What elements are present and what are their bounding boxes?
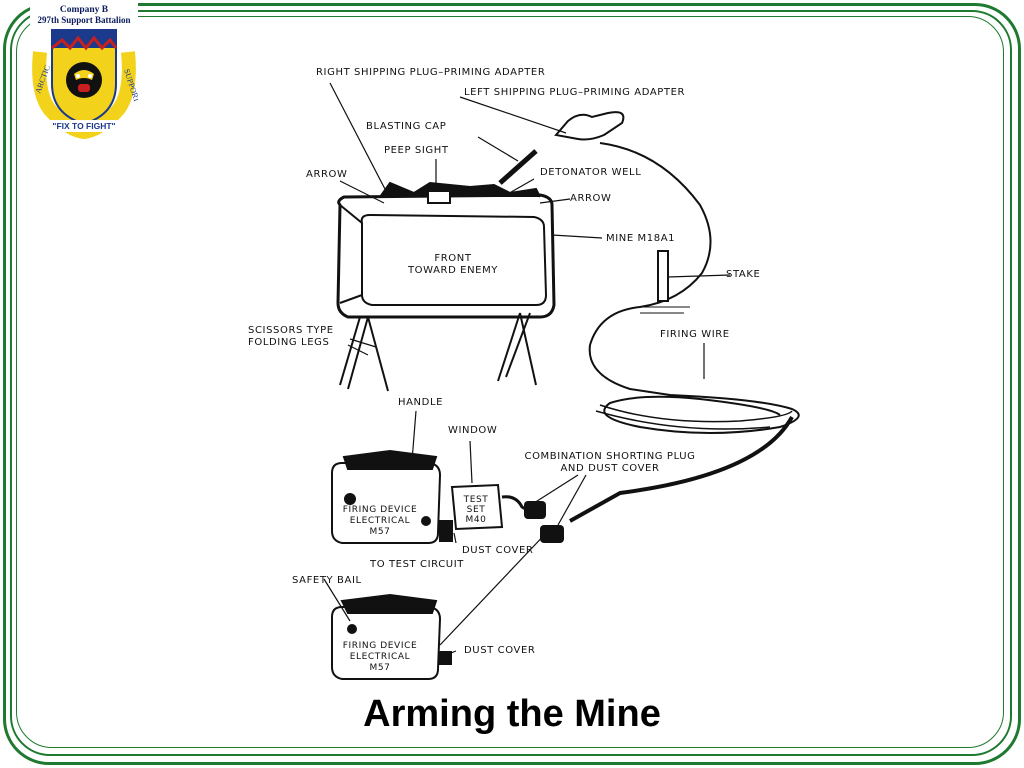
test-set-icon — [439, 483, 564, 543]
label-mine-m18a1: MINE M18A1 — [606, 233, 676, 244]
wire-to-plug-icon — [569, 416, 794, 523]
folding-legs-icon — [339, 312, 537, 392]
firing-wire-icon — [588, 142, 800, 434]
label-set: SET — [466, 505, 486, 515]
crest-emblem-icon: ARCTIC SUPPORT "FIX TO FIGHT" — [32, 29, 138, 140]
stake-icon — [636, 250, 690, 314]
crest-company-text: Company B — [59, 5, 109, 15]
label-combination-shorting-plug: COMBINATION SHORTING PLUG — [524, 451, 696, 462]
label-arrow-right: ARROW — [570, 193, 612, 204]
mine-diagram: RIGHT SHIPPING PLUG–PRIMING ADAPTER LEFT… — [240, 55, 800, 695]
label-front: FRONT — [434, 253, 472, 264]
crest-motto-text: "FIX TO FIGHT" — [52, 121, 115, 131]
mine-diagram-drawing — [323, 82, 800, 680]
shipping-plug-icon — [554, 111, 625, 141]
label-firing-device-1: FIRING DEVICE — [342, 505, 418, 515]
label-blasting-cap: BLASTING CAP — [366, 121, 447, 132]
label-toward-enemy: TOWARD ENEMY — [407, 265, 499, 276]
label-arrow-left: ARROW — [306, 169, 348, 180]
label-and-dust-cover: AND DUST COVER — [560, 463, 660, 474]
label-test: TEST — [463, 495, 489, 505]
label-handle: HANDLE — [398, 397, 444, 408]
firing-device-1-icon — [331, 449, 442, 544]
slide-title: Arming the Mine — [363, 693, 661, 735]
label-electrical-1: ELECTRICAL — [349, 516, 411, 526]
label-left-shipping-plug: LEFT SHIPPING PLUG–PRIMING ADAPTER — [464, 87, 686, 98]
label-peep-sight: PEEP SIGHT — [384, 145, 449, 156]
label-m40: M40 — [465, 515, 487, 525]
label-detonator-well: DETONATOR WELL — [540, 167, 642, 178]
label-firing-wire: FIRING WIRE — [660, 329, 730, 340]
slide-frame-inner — [16, 16, 1004, 748]
label-firing-device-2: FIRING DEVICE — [342, 641, 418, 651]
blasting-cap-icon — [498, 149, 538, 185]
unit-crest: Company B 297th Support Battalion ARCTIC… — [30, 0, 138, 146]
label-m57-2: M57 — [369, 663, 391, 673]
label-folding-legs: FOLDING LEGS — [248, 337, 330, 348]
mine-body-icon — [336, 181, 556, 319]
label-safety-bail: SAFETY BAIL — [292, 575, 362, 586]
crest-battalion-text: 297th Support Battalion — [37, 15, 131, 25]
label-electrical-2: ELECTRICAL — [349, 652, 411, 662]
label-stake: STAKE — [726, 269, 761, 280]
label-scissors-type: SCISSORS TYPE — [248, 325, 334, 336]
leader-lines — [323, 82, 731, 656]
slide-frame-outer — [3, 3, 1021, 765]
label-to-test-circuit: TO TEST CIRCUIT — [370, 559, 464, 570]
label-dust-cover-2: DUST COVER — [464, 645, 536, 656]
label-right-shipping-plug: RIGHT SHIPPING PLUG–PRIMING ADAPTER — [316, 67, 546, 78]
label-dust-cover-1: DUST COVER — [462, 545, 534, 556]
label-window: WINDOW — [448, 425, 498, 436]
label-m57-1: M57 — [369, 527, 391, 537]
slide-frame-middle — [10, 10, 1012, 756]
